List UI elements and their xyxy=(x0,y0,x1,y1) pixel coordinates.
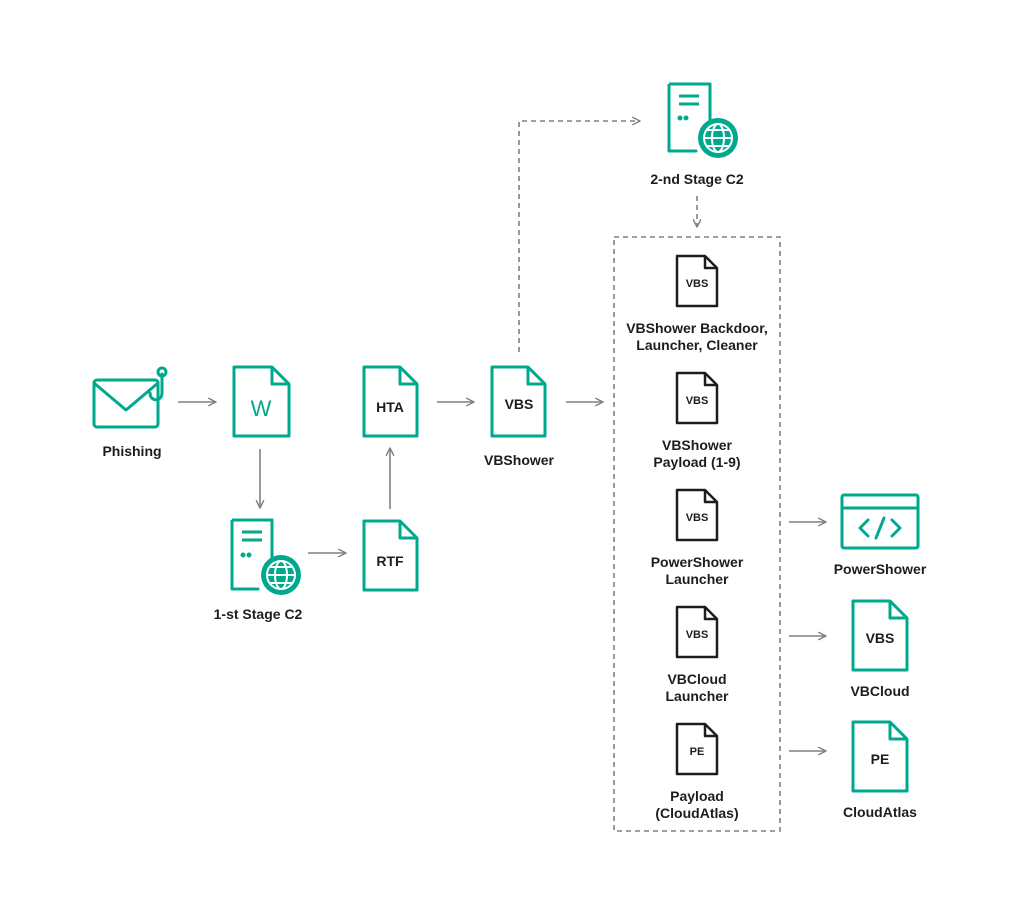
module-label-line1: PowerShower xyxy=(651,554,744,570)
module-document-icon xyxy=(675,605,719,659)
word-glyph: W xyxy=(251,396,272,421)
module-tag: VBS xyxy=(686,278,709,290)
phishing-email-icon xyxy=(92,366,168,429)
module-label-line2: Launcher xyxy=(665,688,729,704)
code-window-icon xyxy=(840,493,920,550)
module-tag: VBS xyxy=(686,512,709,524)
module-label-line1: VBShower Backdoor, xyxy=(626,320,768,336)
server-globe-icon xyxy=(667,82,712,153)
stage1-c2-label: 1-st Stage C2 xyxy=(214,606,303,622)
module-label-line1: Payload xyxy=(670,788,724,804)
module-document-icon xyxy=(675,488,719,542)
server-globe-icon xyxy=(230,518,274,591)
powershower-label: PowerShower xyxy=(834,561,927,577)
word-document-icon xyxy=(232,365,291,438)
module-document-icon xyxy=(675,371,719,425)
module-label-line2: Launcher, Cleaner xyxy=(636,337,758,353)
module-label-line1: VBShower xyxy=(662,437,733,453)
payload-container xyxy=(613,236,781,832)
vbshower-document-icon xyxy=(490,365,547,438)
module-tag: PE xyxy=(690,746,705,758)
vbshower-tag: VBS xyxy=(505,396,534,412)
module-document-icon xyxy=(675,722,719,776)
rtf-label: RTF xyxy=(376,553,404,569)
stage2-c2-label: 2-nd Stage C2 xyxy=(650,171,744,187)
module-label-line2: (CloudAtlas) xyxy=(655,805,738,821)
vbcloud-label: VBCloud xyxy=(850,683,909,699)
module-document-icon xyxy=(675,254,719,308)
module-tag: VBS xyxy=(686,629,709,641)
hta-label: HTA xyxy=(376,399,404,415)
hta-document-icon xyxy=(362,365,419,438)
cloudatlas-label: CloudAtlas xyxy=(843,804,917,820)
module-tag: VBS xyxy=(686,395,709,407)
arrow-vbs-to-stage2-c2 xyxy=(518,116,641,352)
vbcloud-tag: VBS xyxy=(866,630,895,646)
globe-icon xyxy=(698,118,738,158)
vbshower-label: VBShower xyxy=(484,452,555,468)
vbcloud-document-icon xyxy=(851,599,909,672)
cloudatlas-tag: PE xyxy=(871,751,890,767)
rtf-document-icon xyxy=(362,519,419,592)
phishing-label: Phishing xyxy=(102,443,161,459)
globe-icon xyxy=(261,555,301,595)
cloudatlas-document-icon xyxy=(851,720,909,793)
module-label-line2: Launcher xyxy=(665,571,729,587)
module-label-line2: Payload (1-9) xyxy=(653,454,740,470)
module-label-line1: VBCloud xyxy=(667,671,726,687)
